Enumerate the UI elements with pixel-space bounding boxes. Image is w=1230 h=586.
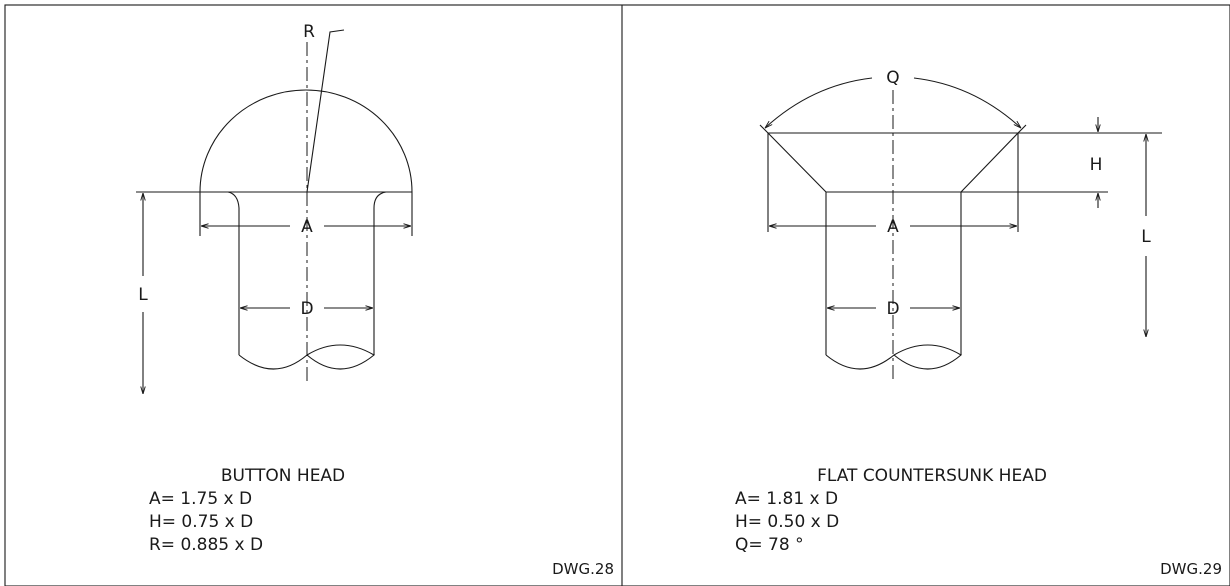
- countersunk-head-title: FLAT COUNTERSUNK HEAD: [817, 466, 1047, 486]
- countersunk-note-a: A= 1.81 x D: [735, 489, 838, 509]
- dwg-number-29: DWG.29: [1160, 560, 1222, 578]
- button-shank-right: [373, 191, 387, 355]
- q-dim-arc-right: [913, 77, 1021, 128]
- dwg-number-28: DWG.28: [552, 560, 614, 578]
- sheet-border: [4, 4, 1230, 586]
- a-label: A: [301, 217, 313, 237]
- countersunk-cone-left: [767, 132, 827, 193]
- button-note-a: A= 1.75 x D: [149, 489, 252, 509]
- button-note-r: R= 0.885 x D: [149, 535, 263, 555]
- q-label: Q: [886, 68, 899, 88]
- countersunk-note-q: Q= 78 °: [735, 535, 804, 555]
- a2-label: A: [887, 217, 899, 237]
- button-head-title: BUTTON HEAD: [221, 466, 345, 486]
- l-label: L: [138, 285, 148, 305]
- l2-label: L: [1141, 227, 1151, 247]
- button-head-drawing: R A D L: [136, 22, 413, 394]
- d2-label: D: [886, 299, 899, 319]
- d-label: D: [300, 299, 313, 319]
- countersunk-head-drawing: Q A D H L: [759, 68, 1162, 382]
- h-label: H: [1090, 155, 1103, 175]
- q-dim-arc-left: [765, 77, 873, 128]
- button-shank-left: [227, 191, 240, 355]
- countersunk-cone-right: [960, 132, 1019, 193]
- r-leader: [306, 29, 345, 193]
- r-label: R: [303, 22, 315, 42]
- button-shank-break: [238, 344, 375, 370]
- button-note-h: H= 0.75 x D: [149, 512, 253, 532]
- countersunk-shank-break: [825, 344, 962, 370]
- button-head-dome: [199, 89, 413, 193]
- countersunk-note-h: H= 0.50 x D: [735, 512, 839, 532]
